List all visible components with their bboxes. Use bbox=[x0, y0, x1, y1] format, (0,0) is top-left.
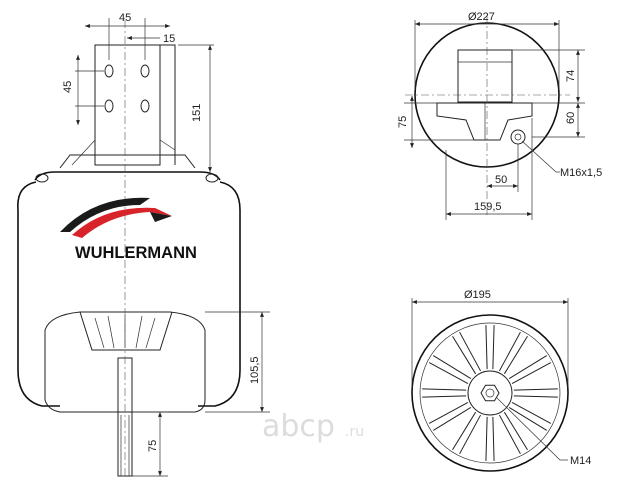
spoke-line bbox=[485, 325, 488, 370]
side-view: 45 15 45 151 105,5 75 bbox=[17, 12, 270, 478]
dim-top-diameter: Ø227 bbox=[468, 11, 495, 23]
top-view: Ø227 74 60 75 M16x1,5 50 159,5 bbox=[397, 11, 602, 220]
spoke-line bbox=[508, 355, 548, 380]
watermark-main: abcp bbox=[262, 409, 335, 444]
logo-swoosh-dark bbox=[60, 197, 150, 232]
spoke-line bbox=[513, 395, 558, 398]
dim-height-74: 74 bbox=[565, 70, 577, 82]
dim-thread-m16: M16x1,5 bbox=[560, 167, 602, 179]
spoke-line bbox=[511, 401, 552, 424]
bottom-view: Ø195 M14 bbox=[411, 289, 591, 472]
spoke-line bbox=[513, 388, 558, 391]
dim-height-75: 75 bbox=[397, 116, 409, 128]
dim-hole-spacing-v: 45 bbox=[62, 81, 74, 93]
spoke-line bbox=[422, 388, 467, 391]
dim-offset-159-5: 159,5 bbox=[474, 201, 502, 213]
spoke-line bbox=[498, 414, 521, 455]
spoke-line bbox=[459, 331, 482, 372]
piston-spokes bbox=[422, 325, 558, 461]
dim-bottom-diameter: Ø195 bbox=[464, 289, 491, 301]
spoke-line bbox=[432, 406, 472, 431]
center-hex bbox=[480, 384, 500, 402]
bottom-view-outline bbox=[411, 314, 569, 472]
spoke-line bbox=[503, 335, 528, 375]
dim-thread-m14: M14 bbox=[570, 455, 591, 467]
dim-stud-length: 75 bbox=[147, 440, 159, 452]
bellows bbox=[17, 181, 241, 407]
watermark: abcp .ru bbox=[262, 409, 364, 444]
logo-swoosh-red bbox=[72, 207, 172, 238]
dim-piston-height: 105,5 bbox=[249, 356, 261, 384]
spoke-line bbox=[503, 411, 528, 451]
dim-bracket-width: 45 bbox=[119, 12, 131, 24]
dim-offset-50: 50 bbox=[495, 174, 507, 186]
spoke-line bbox=[498, 331, 521, 372]
top-view-flange bbox=[436, 102, 533, 141]
spoke-line bbox=[511, 362, 552, 385]
spoke-line bbox=[492, 416, 495, 461]
brand-logo: WUHLERMANN bbox=[60, 197, 197, 262]
dim-bracket-height: 151 bbox=[191, 104, 203, 122]
brand-name: WUHLERMANN bbox=[75, 244, 197, 262]
spoke-line bbox=[428, 362, 469, 385]
spoke-line bbox=[485, 416, 488, 461]
bracket-holes bbox=[104, 64, 150, 113]
spoke-line bbox=[508, 406, 548, 431]
spoke-line bbox=[452, 411, 477, 451]
spoke-line bbox=[432, 355, 472, 380]
spoke-line bbox=[422, 395, 467, 398]
dim-hole-spacing-h: 15 bbox=[163, 33, 175, 45]
spoke-line bbox=[459, 414, 482, 455]
dim-height-60: 60 bbox=[565, 112, 577, 124]
top-plate bbox=[34, 171, 221, 181]
spoke-line bbox=[452, 335, 477, 375]
spoke-line bbox=[492, 325, 495, 370]
spoke-line bbox=[428, 401, 469, 424]
mounting-bracket bbox=[94, 44, 161, 166]
top-view-bracket bbox=[457, 49, 513, 103]
watermark-suffix: .ru bbox=[345, 424, 364, 440]
piston bbox=[44, 311, 206, 413]
